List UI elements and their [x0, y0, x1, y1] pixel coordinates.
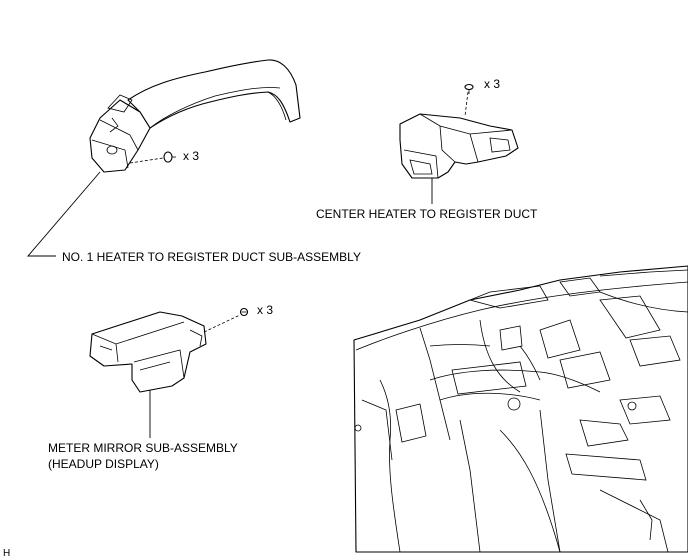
meter-mirror-label-line1: METER MIRROR SUB-ASSEMBLY — [48, 441, 238, 455]
no1-duct-clip-quantity: x 3 — [183, 149, 199, 163]
meter-mirror-drawing — [89, 311, 207, 393]
corner-mark: H — [3, 548, 10, 559]
no1-duct-label: NO. 1 HEATER TO REGISTER DUCT SUB-ASSEMB… — [62, 250, 361, 264]
no1-duct-clip-icon — [163, 151, 176, 163]
meter-mirror-label-line2: (HEADUP DISPLAY) — [48, 457, 159, 471]
meter-mirror-screw-icon — [239, 307, 249, 317]
center-duct-clip-icon — [464, 83, 474, 94]
meter-mirror-screw-quantity: x 3 — [257, 303, 273, 317]
center-duct-label: CENTER HEATER TO REGISTER DUCT — [316, 207, 538, 221]
dashboard-overview-drawing — [353, 265, 688, 553]
center-duct-clip-quantity: x 3 — [484, 77, 500, 91]
no1-heater-duct-drawing — [89, 59, 301, 173]
center-heater-duct-drawing — [399, 113, 519, 179]
